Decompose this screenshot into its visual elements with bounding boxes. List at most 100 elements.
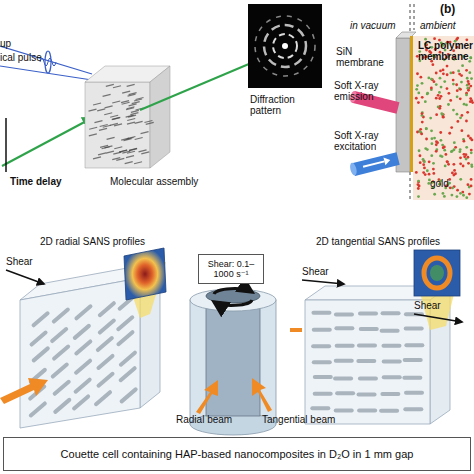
nanorod [360, 376, 376, 380]
polymer-particle [437, 94, 440, 97]
polymer-particle [422, 158, 425, 161]
polymer-particle [446, 65, 449, 68]
polymer-particle [442, 192, 445, 195]
nanorod [121, 353, 135, 365]
molecule-streak [121, 101, 129, 103]
molecule-streak [129, 149, 137, 151]
shear-rate-box: Shear: 0.1–1000 s⁻¹ [198, 254, 264, 284]
polymer-particle [467, 183, 470, 186]
polymer-particle [470, 178, 473, 181]
polymer-particle [428, 160, 431, 163]
polymer-particle [447, 163, 450, 166]
polymer-particle [452, 163, 455, 166]
polymer-particle [418, 149, 421, 152]
nanorod [406, 327, 422, 331]
nanorod [312, 406, 328, 410]
polymer-particle [449, 72, 452, 75]
molecule-streak [126, 107, 134, 109]
molecule-streak [114, 147, 122, 149]
sample-slab-front [305, 300, 430, 424]
molecule-streak [130, 113, 138, 115]
nanorod [383, 311, 399, 315]
polymer-particle [423, 166, 426, 169]
polymer-particle [449, 186, 452, 189]
nanorod [360, 312, 376, 316]
polymer-particle [415, 88, 418, 91]
nanorod [381, 409, 397, 413]
polymer-particle [466, 77, 469, 80]
shear-arrow [414, 314, 462, 322]
nanorod [361, 327, 377, 331]
nanorod [55, 382, 69, 394]
nanorod [34, 313, 48, 325]
polymer-particle [446, 160, 449, 163]
polymer-particle [456, 95, 459, 98]
polymer-particle [431, 142, 434, 145]
part-label: SiN membrane [336, 46, 394, 68]
cube-front [85, 82, 150, 168]
molecule-streak [113, 86, 121, 88]
shear-label: Shear [414, 300, 441, 311]
polymer-particle [417, 195, 420, 198]
molecule-streak [128, 94, 136, 96]
polymer-particle [433, 193, 436, 196]
polymer-particle [419, 161, 422, 164]
polymer-particle [425, 127, 428, 130]
rotation-arrow [214, 300, 252, 305]
polymer-particle [450, 126, 453, 129]
nanorod [100, 303, 114, 315]
nanorod [118, 317, 132, 329]
nanorod [118, 332, 132, 344]
molecule-streak [126, 115, 134, 117]
polymer-particle [432, 168, 435, 171]
polymer-particle [415, 171, 418, 174]
polymer-particle [433, 137, 436, 140]
nanorod [75, 326, 89, 338]
polymer-particle [470, 77, 473, 80]
polymer-particle [459, 148, 462, 151]
excitation-arrow [363, 161, 384, 166]
pump-ray [0, 46, 92, 74]
polymer-particle [455, 83, 458, 86]
nanorod [405, 358, 421, 362]
profile-label: 2D radial SANS profiles [40, 236, 160, 247]
polymer-particle [459, 178, 462, 181]
molecule-streak [89, 134, 97, 136]
nanorod [34, 348, 48, 360]
region-label: ambient [420, 20, 456, 31]
polymer-particle [426, 169, 429, 172]
polymer-particle [459, 156, 462, 159]
polymer-particle [425, 138, 428, 141]
polymer-particle [424, 147, 427, 150]
polymer-particle [450, 150, 453, 153]
nanorod [314, 328, 330, 332]
polymer-particle [446, 73, 449, 76]
nanorod [382, 392, 398, 396]
molecule-streak [98, 153, 106, 155]
molecule-streak [126, 156, 134, 158]
polymer-particle [463, 140, 466, 143]
nanorod [52, 329, 66, 341]
polymer-particle [432, 172, 435, 175]
pulse-wave [40, 58, 56, 66]
nanorod [74, 396, 88, 408]
polymer-particle [449, 99, 452, 102]
polymer-particle [435, 113, 438, 116]
molecule-streak [112, 117, 120, 119]
polymer-particle [439, 77, 442, 80]
polymer-particle [430, 78, 433, 81]
pump-beam [0, 46, 92, 80]
polymer-particle [439, 155, 442, 158]
molecule-streak [103, 125, 111, 127]
molecule-streak [122, 151, 130, 153]
polymer-particle [442, 72, 445, 75]
polymer-particle [469, 56, 472, 59]
polymer-particle [438, 107, 441, 110]
polymer-particle [465, 120, 468, 123]
molecule-streak [136, 97, 144, 99]
polymer-particle [471, 138, 474, 141]
scattering-ring [424, 258, 450, 288]
polymer-particle [427, 182, 430, 185]
inner-cylinder [206, 296, 260, 416]
polymer-particle [422, 163, 425, 166]
